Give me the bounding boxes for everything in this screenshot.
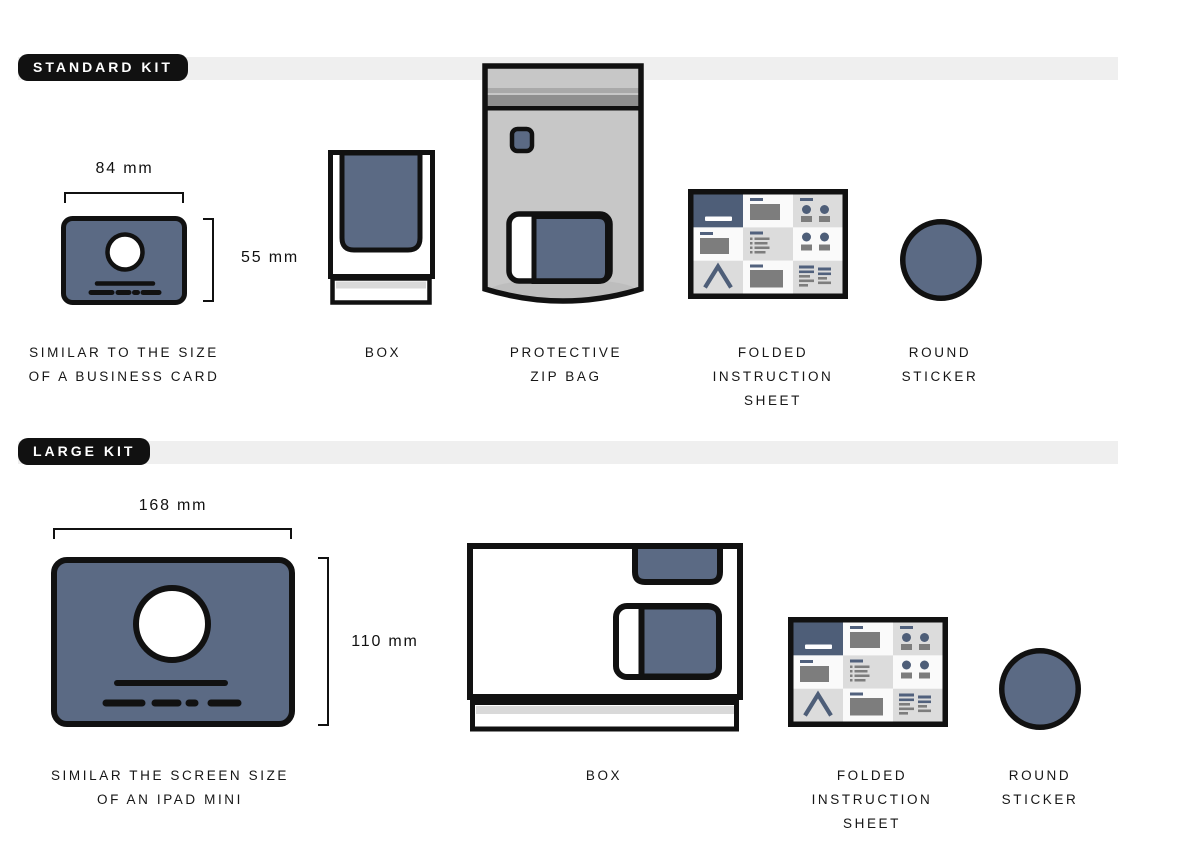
caption-large-round-sticker: ROUND STICKER [980,764,1100,812]
zip-bag-icon [482,63,644,304]
caption-line: FOLDED [836,768,908,783]
box-icon [328,150,435,305]
standard-kit-badge: STANDARD KIT [18,54,188,81]
caption-line: PROTECTIVE [509,345,623,360]
caption-line: SHEET [842,816,901,831]
large-kit-badge: LARGE KIT [18,438,151,465]
caption-line: BOX [585,768,623,783]
large-card-width-dimension: 168 mm [138,497,208,514]
card-height-bracket [203,218,214,302]
caption-line: INSTRUCTION [811,792,933,807]
card-height-dimension: 55 mm [241,249,299,266]
instruction-sheet-icon [688,189,848,299]
round-sticker-icon [899,218,983,302]
large-instruction-sheet-icon [788,617,948,727]
caption-instruction-sheet: FOLDED INSTRUCTION SHEET [698,341,848,413]
large-card-height-bracket [318,557,329,726]
large-round-sticker-icon [998,647,1082,731]
caption-large-instruction-sheet: FOLDED INSTRUCTION SHEET [797,764,947,836]
caption-line: STICKER [901,369,979,384]
caption-zip-bag: PROTECTIVE ZIP BAG [496,341,636,389]
caption-line: STICKER [1001,792,1079,807]
large-card-width-bracket [53,528,292,539]
large-card-height-dimension: 110 mm [351,633,419,650]
caption-line: FOLDED [737,345,809,360]
caption-line: BOX [364,345,402,360]
card-width-bracket [64,192,184,203]
caption-line: OF AN IPAD MINI [96,792,243,807]
caption-round-sticker: ROUND STICKER [880,341,1000,389]
caption-line: INSTRUCTION [712,369,834,384]
business-card-icon [61,216,187,305]
card-width-dimension: 84 mm [95,160,154,177]
large-kit-header-bar [18,441,1118,464]
large-box-icon [467,543,743,732]
standard-kit-badge-label: STANDARD KIT [33,59,173,75]
caption-large-card: SIMILAR THE SCREEN SIZE OF AN IPAD MINI [40,764,300,812]
caption-line: SIMILAR TO THE SIZE [29,345,219,360]
caption-box: BOX [323,341,443,365]
caption-line: ROUND [1008,768,1072,783]
caption-line: SHEET [743,393,802,408]
caption-line: ROUND [908,345,972,360]
caption-large-box: BOX [544,764,664,788]
large-card-icon [51,557,295,727]
caption-line: OF A BUSINESS CARD [28,369,220,384]
caption-line: ZIP BAG [530,369,602,384]
large-kit-badge-label: LARGE KIT [33,443,136,459]
caption-business-card: SIMILAR TO THE SIZE OF A BUSINESS CARD [14,341,234,389]
caption-line: SIMILAR THE SCREEN SIZE [50,768,290,783]
